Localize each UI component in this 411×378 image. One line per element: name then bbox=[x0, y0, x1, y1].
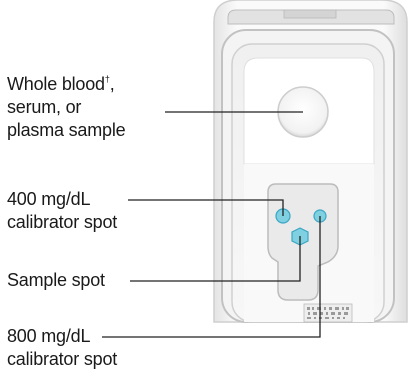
cartridge-top-notch bbox=[284, 10, 336, 18]
label-cal400: 400 mg/dL calibrator spot bbox=[7, 188, 117, 234]
cartridge bbox=[214, 0, 407, 322]
label-whole-blood: Whole blood†, serum, or plasma sample bbox=[7, 68, 125, 142]
label-whole-blood-line2: serum, or bbox=[7, 96, 125, 119]
label-whole-blood-line3: plasma sample bbox=[7, 119, 125, 142]
label-sample-spot: Sample spot bbox=[7, 269, 105, 292]
label-cal800: 800 mg/dL calibrator spot bbox=[7, 325, 117, 371]
label-cal800-line2: calibrator spot bbox=[7, 348, 117, 371]
label-cal400-line2: calibrator spot bbox=[7, 211, 117, 234]
label-cal800-line1: 800 mg/dL bbox=[7, 325, 117, 348]
label-cal400-line1: 400 mg/dL bbox=[7, 188, 117, 211]
label-sample-spot-line1: Sample spot bbox=[7, 269, 105, 292]
label-whole-blood-line1: Whole blood†, bbox=[7, 68, 125, 96]
